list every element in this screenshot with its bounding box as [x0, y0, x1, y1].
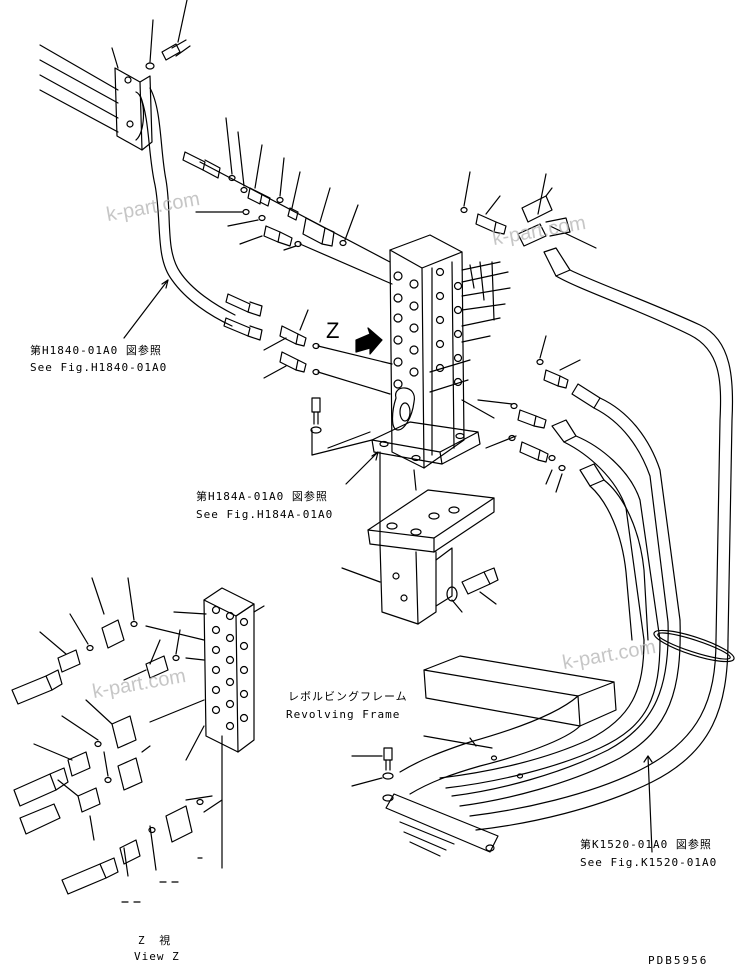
flange-plate-upper-left: [114, 67, 153, 151]
ref-k1520-jp: 第K1520-01A0 図参照: [580, 838, 712, 851]
fittings-left: [182, 117, 393, 285]
revolving-frame-jp: レボルビングフレーム: [288, 690, 408, 703]
bolt-washer-block: [310, 397, 322, 434]
view-z-detail: [11, 577, 265, 895]
fittings-right: [460, 171, 734, 641]
drawing-code: PDB5956: [648, 954, 709, 967]
ref-h1840-en: See Fig.H1840-01A0: [30, 361, 168, 374]
ref-k1520-en: See Fig.K1520-01A0: [580, 856, 718, 869]
detail-dashes: [121, 857, 203, 903]
z-view-marker: Z: [326, 318, 340, 343]
z-view-arrow: [355, 327, 383, 355]
view-z-en: View Z: [134, 950, 180, 963]
leader-lines: [123, 279, 653, 853]
ref-h1840-jp: 第H1840-01A0 図参照: [30, 344, 162, 357]
mounting-bracket: [341, 451, 495, 625]
hose-bundle-upper-left: [39, 44, 236, 327]
hose-bundle-lower: [439, 619, 729, 831]
distribution-block: [311, 234, 511, 469]
revolving-frame: [385, 655, 617, 857]
ref-h184a-jp: 第H184A-01A0 図参照: [196, 490, 328, 503]
fittings-lower-left: [223, 293, 393, 395]
revolving-frame-en: Revolving Frame: [286, 708, 401, 721]
bolt-washer-frame: [351, 747, 394, 802]
view-z-jp: Z 視: [138, 934, 175, 947]
bolt-bracket: [446, 567, 499, 613]
ref-h184a-en: See Fig.H184A-01A0: [196, 508, 334, 521]
hose-clamp: [653, 629, 735, 663]
bolt-top-left: [111, 0, 191, 70]
